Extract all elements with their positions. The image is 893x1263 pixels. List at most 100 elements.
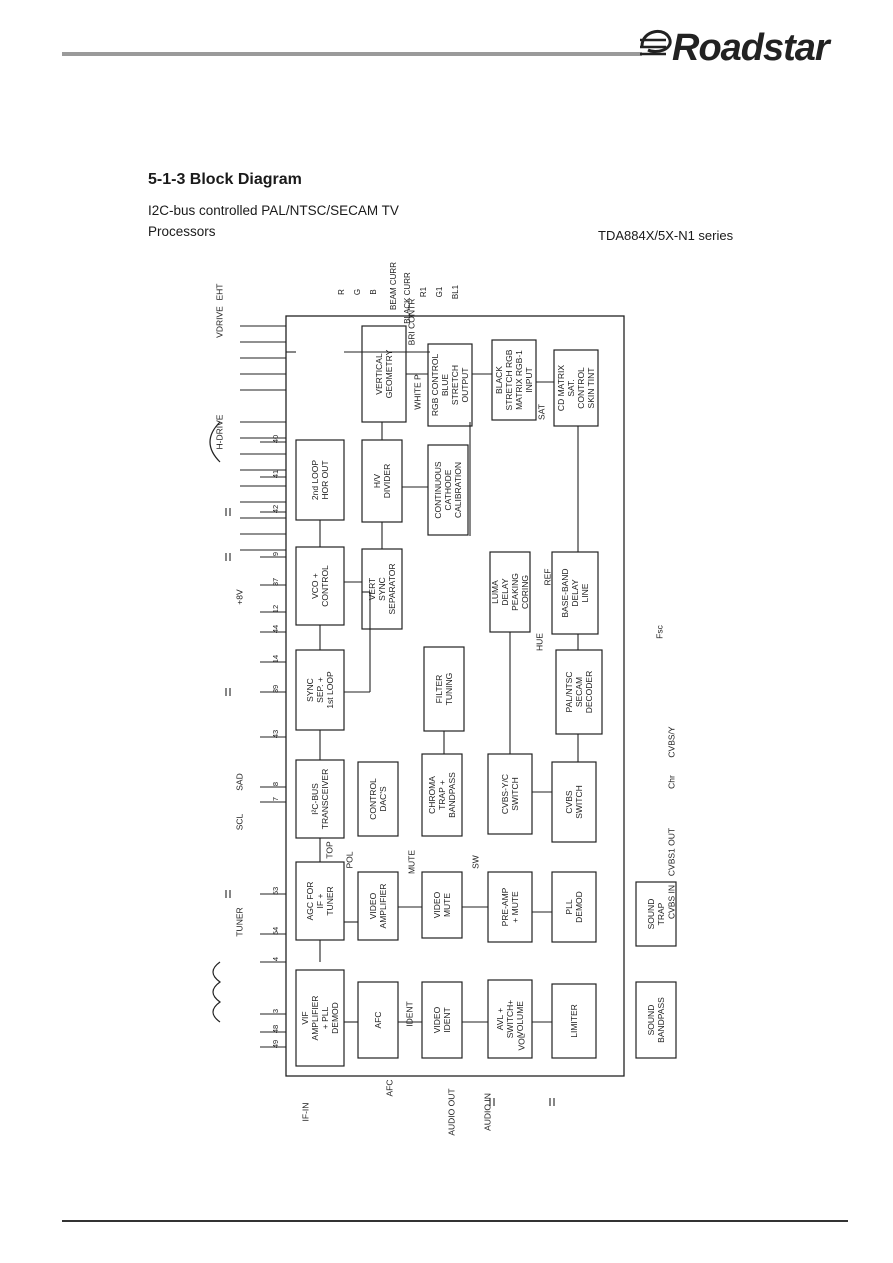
signal-label-g: G	[353, 289, 362, 295]
signal-label-audio_out: AUDIO OUT	[446, 1088, 456, 1135]
block-label-luma_delay: LUMADELAYPEAKINGCORING	[490, 573, 530, 611]
block-label-vert_sync: VERTSYNCSEPARATOR	[367, 563, 397, 614]
pin-number: 7	[271, 797, 280, 801]
block-pal_decoder	[555, 649, 603, 735]
pin-number: 43	[271, 730, 280, 738]
block-label-hv_divider: H/VDIVIDER	[372, 464, 392, 498]
signal-label-cvbs1_out: CVBS1 OUT	[666, 828, 676, 876]
block-label-control_dacs: CONTROLDAC'S	[368, 778, 388, 820]
pin-number: 48	[271, 1025, 280, 1033]
pin-number: 39	[271, 685, 280, 693]
block-label-afc: AFC	[373, 1012, 383, 1029]
section-subtitle: I2C-bus controlled PAL/NTSC/SECAM TV Pro…	[148, 203, 399, 239]
signal-label-hue: HUE	[534, 633, 544, 651]
block-label-agc: AGC FORIF +TUNER	[305, 882, 335, 921]
signal-label-ident: IDENT	[404, 1001, 414, 1027]
block-label-i2c: I²C-BUSTRANSCEIVER	[310, 769, 330, 829]
block-video_ident	[421, 981, 463, 1059]
block-label-video_ident: VIDEOIDENT	[432, 1006, 452, 1033]
block-chroma_trap	[421, 753, 463, 837]
signal-label-if_in: IF-IN	[300, 1103, 310, 1122]
block-label-pll_demod: PLLDEMOD	[564, 891, 584, 923]
block-control_dacs	[357, 761, 399, 837]
pin-number: 8	[271, 782, 280, 786]
block-label-filter_tuning: FILTERTUNING	[434, 673, 454, 706]
block-label-vco: VCO +CONTROL	[310, 565, 330, 607]
pin-number: 14	[271, 655, 280, 663]
signal-label-afc_out: AFC	[384, 1080, 394, 1097]
block-label-loop2: 2nd LOOPHOR OUT	[310, 460, 330, 500]
block-label-sync_sep: SYNCSEP. +1st LOOP	[305, 671, 335, 709]
block-luma_delay	[489, 551, 531, 633]
signal-label-sw: SW	[470, 855, 480, 869]
hdrive-coil-icon	[209, 421, 221, 463]
block-sync_sep	[295, 649, 345, 731]
block-cvbs_yc	[487, 753, 533, 835]
signal-label-vol: VOL	[516, 1033, 526, 1050]
block-label-vif: VIFAMPLIFIER+ PLLDEMOD	[300, 996, 340, 1041]
signal-label-eht: EHT	[214, 284, 224, 301]
signal-label-r1: R1	[419, 286, 428, 297]
block-pll_demod	[551, 871, 597, 943]
signal-label-beam_curr: BEAM CURR	[389, 262, 398, 310]
block-avl	[487, 979, 533, 1059]
pin-number: 3	[271, 1009, 280, 1013]
signal-label-audio_in: AUDIO IN	[482, 1093, 492, 1131]
block-video_amp	[357, 871, 399, 941]
block-vif	[295, 969, 345, 1067]
signal-label-cvbs_in: CVBS IN	[666, 885, 676, 919]
pin-number: 41	[271, 470, 280, 478]
block-label-cont_cathode: CONTINUOUSCATHODECALIBRATION	[433, 461, 463, 518]
block-label-chroma_trap: CHROMATRAP +BANDPASS	[427, 772, 457, 818]
block-label-baseband: BASE-BANDDELAYLINE	[560, 568, 590, 617]
pin-number: 44	[271, 625, 280, 633]
pin-number: 49	[271, 1040, 280, 1048]
block-video_mute	[421, 871, 463, 939]
pin-number: 4	[271, 957, 280, 961]
block-limiter	[551, 983, 597, 1059]
block-label-pal_decoder: PAL/NTSCSECAMDECODER	[564, 671, 594, 714]
block-label-cvbs_yc: CVBS-Y/CSWITCH	[500, 774, 520, 814]
block-baseband	[551, 551, 599, 635]
signal-label-vdrive: VDRIVE	[214, 306, 224, 338]
block-label-video_mute: VIDEOMUTE	[432, 891, 452, 918]
signal-label-fsc: Fsc	[654, 624, 664, 638]
pin-number: 40	[271, 435, 280, 443]
pin-number: 37	[271, 578, 280, 586]
block-label-video_amp: VIDEOAMPLIFIER	[368, 884, 388, 929]
block-diagram: VIFAMPLIFIER+ PLLDEMOD AGC FORIF +TUNER I²…	[209, 262, 677, 1136]
signal-label-scl: SCL	[234, 813, 244, 830]
ic-boundary	[285, 315, 625, 1077]
block-label-cd_matrix: CD MATRIXSAT.CONTROLSKIN TINT	[556, 365, 596, 411]
signal-label-cvbs_y: CVBS/Y	[666, 726, 676, 758]
signal-label-r: R	[337, 289, 346, 295]
signal-label-chr: Chr	[666, 775, 676, 789]
footer-rule	[62, 1220, 848, 1222]
block-afc	[357, 981, 399, 1059]
block-sound_bandpass	[635, 981, 677, 1059]
signal-label-plus8v: +8V	[234, 589, 244, 605]
header-rule	[62, 52, 642, 56]
signal-label-mute: MUTE	[406, 850, 416, 874]
block-filter_tuning	[423, 646, 465, 732]
signal-label-bri_contr: BRI CONTR	[406, 299, 416, 346]
signal-label-white_p: WHITE P	[412, 374, 422, 410]
signal-label-top: TOP	[324, 841, 334, 859]
block-label-rgb_control: RGB CONTROLBLUESTRETCHOUTPUT	[430, 354, 470, 417]
pin-number: 54	[271, 927, 280, 935]
series-label: TDA884X/5X-N1 series	[598, 228, 734, 243]
pin-number: 12	[271, 605, 280, 613]
signal-label-sat: SAT	[536, 404, 546, 420]
signal-label-sda: SAD	[234, 773, 244, 790]
section-title: 5-1-3 Block Diagram	[148, 171, 302, 188]
signal-label-ref: REF	[542, 569, 552, 586]
block-label-limiter: LIMITER	[569, 1004, 579, 1038]
pin-number: 42	[271, 505, 280, 513]
block-cvbs_switch	[551, 761, 597, 843]
block-black_stretch	[491, 339, 537, 421]
pin-number: 9	[271, 552, 280, 556]
block-preamp	[487, 871, 533, 943]
signal-label-pol: POL	[344, 851, 354, 868]
block-label-sound_trap: SOUNDTRAP	[646, 899, 666, 930]
block-loop2	[295, 439, 345, 521]
